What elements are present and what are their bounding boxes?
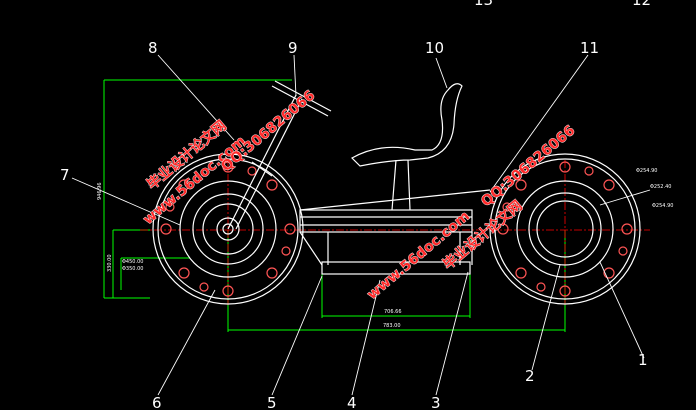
callout-9: 9 xyxy=(288,39,298,57)
callout-8: 8 xyxy=(148,39,158,57)
dim-front-dia-mid: Φ350.00 xyxy=(122,266,143,272)
callout-7: 7 xyxy=(60,166,70,184)
callout-4: 4 xyxy=(347,394,357,410)
callout-2: 2 xyxy=(525,367,535,385)
callout-13: 13 xyxy=(474,0,493,9)
callout-5: 5 xyxy=(267,394,277,410)
callout-11: 11 xyxy=(580,39,599,57)
dim-overall-height: 946.96 xyxy=(97,183,103,201)
seat xyxy=(351,83,463,211)
dim-rear-dia-inner: Φ254.90 xyxy=(652,203,673,209)
dimension-labels: 783.00 706.66 946.96 330.00 Φ450.00 Φ350… xyxy=(97,168,673,329)
centerlines xyxy=(140,160,650,305)
callout-3: 3 xyxy=(431,394,441,410)
dim-rear-dia-outer: Φ252.40 xyxy=(650,184,671,190)
watermark-qq-1: QQ:306826066 xyxy=(218,88,318,176)
dim-front-dia-outer: Φ450.00 xyxy=(122,259,143,265)
watermark: www.56doc.com 毕业设计论文网 QQ:306826066 www.5… xyxy=(140,87,579,303)
leader-lines xyxy=(71,54,651,396)
callout-6: 6 xyxy=(152,394,162,410)
steering xyxy=(227,80,332,230)
rear-wheel xyxy=(489,153,641,305)
front-wheel xyxy=(152,153,304,305)
callout-10: 10 xyxy=(425,39,444,57)
dim-frame-span: 706.66 xyxy=(384,309,402,315)
front-wheel-bolts xyxy=(160,161,296,297)
dim-front-dia-inner: Φ254.90 xyxy=(636,168,657,174)
callout-labels: 1 2 3 4 5 6 7 8 9 10 11 12 13 xyxy=(60,0,651,410)
dim-axle-height: 330.00 xyxy=(107,255,113,273)
watermark-qq-2: QQ:306826066 xyxy=(478,123,578,211)
frame xyxy=(299,189,491,275)
dim-wheelbase: 783.00 xyxy=(383,323,401,329)
callout-12: 12 xyxy=(632,0,651,9)
callout-1: 1 xyxy=(638,351,648,369)
rear-wheel-bolts xyxy=(497,161,633,297)
